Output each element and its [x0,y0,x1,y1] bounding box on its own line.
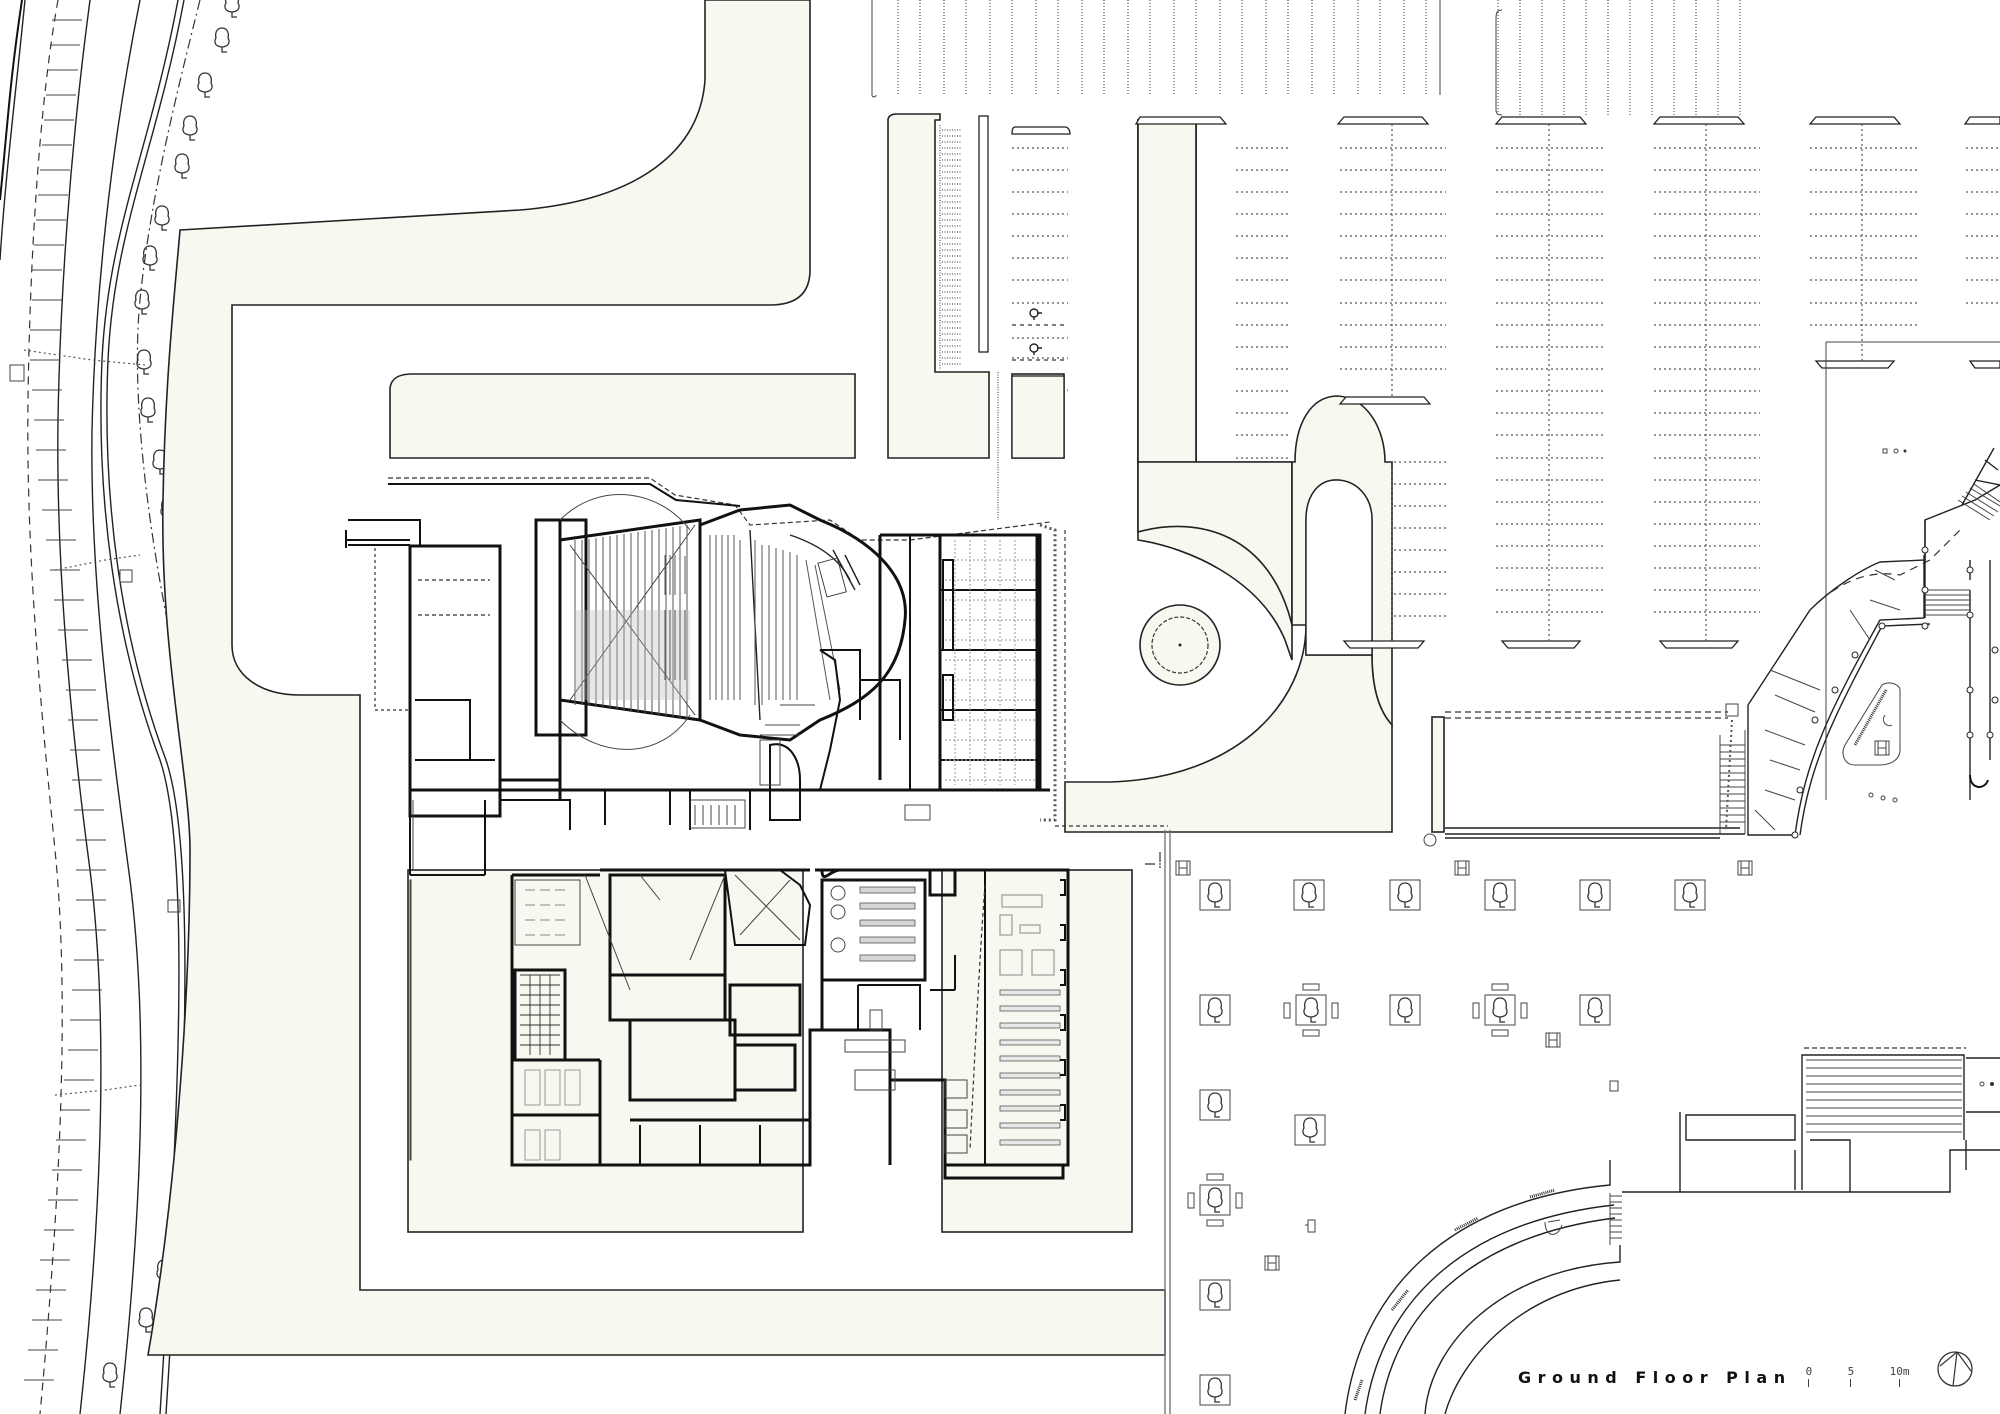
plan-title: Ground Floor Plan [1518,1367,1792,1387]
plaza-trees [1145,830,1753,1414]
north-arrow-icon [1937,1351,1973,1387]
west-road [0,0,240,1414]
drawing-title-block: Ground Floor Plan 0 5 10m [1518,1362,1926,1392]
bus-bay [1423,703,1746,847]
small-markers [1882,448,1907,454]
scale-tick-10m: 10m [1890,1366,1909,1387]
scale-bar: 0 5 10m [1806,1362,1926,1392]
scale-tick-0: 0 [1806,1366,1812,1387]
parking-lot-north [871,0,2000,800]
building-outline [345,477,1070,1180]
scale-tick-5: 5 [1848,1366,1854,1387]
east-curved-ramp [1747,447,2000,839]
bicycle-icon [1012,308,1068,361]
stadium-arc [1344,1047,2000,1414]
roundabout-shapes [1064,119,1393,833]
